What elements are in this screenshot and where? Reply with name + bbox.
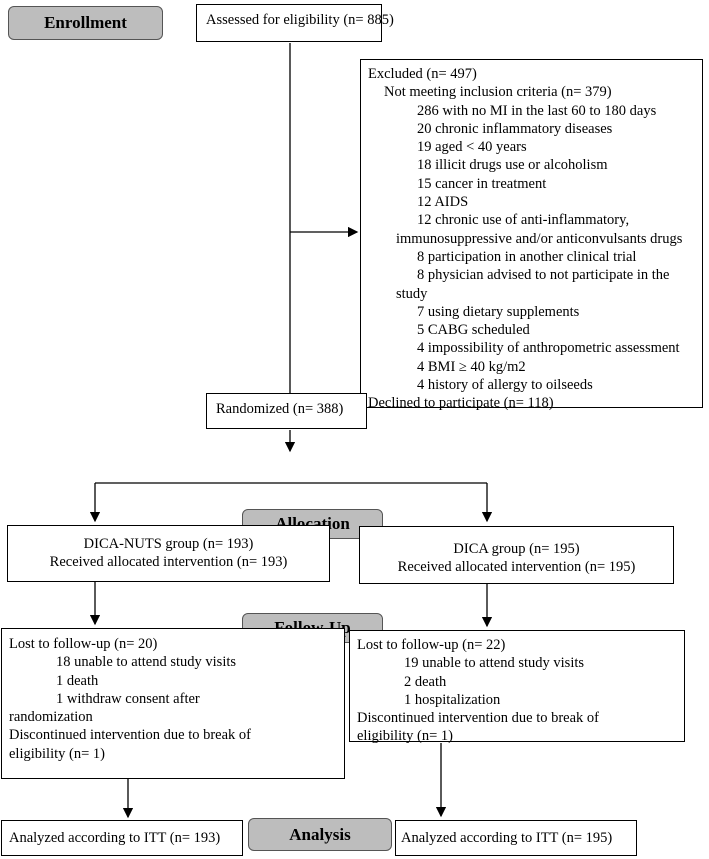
excluded-title: Excluded (n= 497) [368, 66, 477, 82]
exclusion-item: 19 aged < 40 years [417, 139, 527, 156]
criteria-header: Not meeting inclusion criteria (n= 379) [384, 84, 612, 101]
exclusion-item: 8 participation in another clinical tria… [417, 248, 637, 265]
right-lost-item: 19 unable to attend study visits [404, 655, 585, 672]
right-lost-item: 2 death [404, 673, 447, 690]
allocation-left-box: DICA-NUTS group (n= 193) Received alloca… [7, 525, 330, 582]
right-discontinued: eligibility (n= 1) [357, 728, 453, 745]
right-received: Received allocated intervention (n= 195) [397, 559, 636, 576]
exclusion-item: immunosuppressive and/or anticonvulsants… [396, 230, 683, 247]
exclusion-item: 18 illicit drugs use or alcoholism [417, 157, 608, 174]
randomized-text: Randomized (n= 388) [216, 401, 344, 417]
right-analyzed: Analyzed according to ITT (n= 195) [401, 830, 613, 846]
left-discontinued: Discontinued intervention due to break o… [9, 727, 252, 744]
left-received: Received allocated intervention (n= 193) [49, 554, 288, 571]
left-group-name: DICA-NUTS group (n= 193) [83, 536, 254, 552]
exclusion-item: 286 with no MI in the last 60 to 180 day… [417, 102, 657, 119]
exclusion-item: 4 impossibility of anthropometric assess… [417, 340, 680, 357]
right-lost-item: 1 hospitalization [404, 691, 501, 708]
excluded-box: Excluded (n= 497) Not meeting inclusion … [360, 59, 703, 411]
followup-right-box: Lost to follow-up (n= 22) 19 unable to a… [349, 630, 685, 745]
exclusion-item: 20 chronic inflammatory diseases [417, 120, 613, 137]
exclusion-item: 7 using dietary supplements [417, 303, 580, 320]
left-lost-item: 18 unable to attend study visits [56, 654, 237, 671]
exclusion-item: 15 cancer in treatment [417, 175, 547, 192]
left-lost: Lost to follow-up (n= 20) [9, 636, 158, 652]
exclusion-item: 12 AIDS [417, 194, 469, 211]
randomized-box: Randomized (n= 388) [206, 393, 367, 429]
right-discontinued: Discontinued intervention due to break o… [357, 710, 600, 727]
followup-left-box: Lost to follow-up (n= 20) 18 unable to a… [1, 628, 345, 779]
right-group-name: DICA group (n= 195) [453, 541, 580, 557]
left-lost-item: randomization [9, 709, 93, 726]
allocation-right-box: DICA group (n= 195) Received allocated i… [359, 526, 674, 584]
left-analyzed: Analyzed according to ITT (n= 193) [9, 830, 221, 846]
analysis-left-box: Analyzed according to ITT (n= 193) [1, 820, 243, 856]
declined-text: Declined to participate (n= 118) [368, 395, 554, 412]
stage-enrollment: Enrollment [8, 6, 163, 40]
stage-analysis: Analysis [248, 818, 392, 851]
analysis-right-box: Analyzed according to ITT (n= 195) [395, 820, 637, 856]
exclusion-item: study [396, 285, 428, 302]
exclusion-item: 8 physician advised to not participate i… [417, 267, 670, 284]
right-lost: Lost to follow-up (n= 22) [357, 637, 506, 653]
left-discontinued: eligibility (n= 1) [9, 745, 105, 762]
left-lost-item: 1 withdraw consent after [56, 690, 200, 707]
exclusion-item: 12 chronic use of anti-inflammatory, [417, 212, 630, 229]
exclusion-item: 4 BMI ≥ 40 kg/m2 [417, 358, 526, 375]
assessed-text: Assessed for eligibility (n= 885) [206, 12, 394, 28]
exclusion-item: 4 history of allergy to oilseeds [417, 377, 593, 394]
left-lost-item: 1 death [56, 672, 99, 689]
assessed-box: Assessed for eligibility (n= 885) [196, 4, 394, 42]
exclusion-item: 5 CABG scheduled [417, 322, 530, 339]
